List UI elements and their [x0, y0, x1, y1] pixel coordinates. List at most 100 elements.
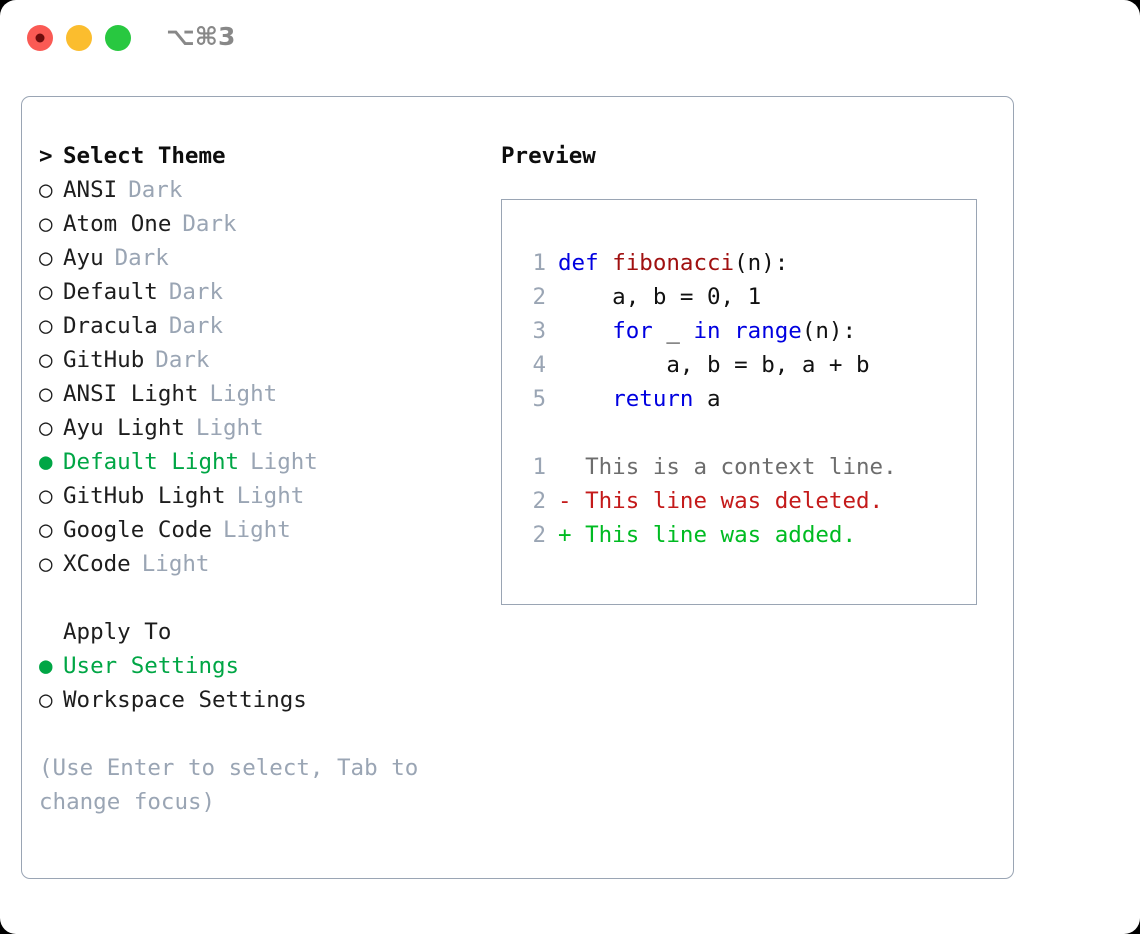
theme-list-item[interactable]: ○ XCode Light [39, 547, 479, 581]
radio-unselected-icon: ○ [39, 279, 53, 305]
code-line: 4 a, b = b, a + b [502, 348, 976, 382]
radio-unselected-icon: ○ [39, 415, 53, 441]
code-token: a [693, 386, 721, 412]
code-line-text: for _ in range(n): [558, 314, 856, 348]
radio-unselected-icon: ○ [39, 177, 53, 203]
radio-unselected-icon: ○ [39, 245, 53, 271]
radio-unselected-icon: ○ [39, 551, 53, 577]
code-token [558, 386, 612, 412]
theme-list-item[interactable]: ○ Default Dark [39, 275, 479, 309]
keyboard-hint: (Use Enter to select, Tab to change focu… [39, 751, 439, 819]
code-line-number: 1 [532, 250, 546, 276]
diff-sample: 1 This is a context line. 2 - This line wa… [502, 450, 976, 552]
theme-list-item[interactable]: ○ ANSI Light Light [39, 377, 479, 411]
theme-list-header-label: Select Theme [63, 143, 226, 169]
radio-unselected-icon: ○ [39, 381, 53, 407]
prompt-caret-icon: > [39, 143, 53, 169]
theme-kind-badge: Dark [128, 177, 183, 203]
theme-kind-badge: Light [141, 551, 210, 577]
diff-line-text: - This line was deleted. [558, 488, 884, 514]
code-token: return [612, 386, 694, 412]
radio-unselected-icon: ○ [39, 517, 53, 543]
theme-name: Ayu [63, 245, 104, 271]
radio-unselected-icon: ○ [39, 211, 53, 237]
theme-kind-badge: Dark [168, 279, 224, 305]
theme-name: GitHub [63, 347, 145, 373]
code-token [721, 318, 735, 344]
theme-name: XCode [63, 551, 131, 577]
code-token: a, b = b, a + b [558, 352, 870, 378]
code-line-number: 4 [532, 352, 546, 378]
code-token [558, 318, 612, 344]
theme-name: Default Light [63, 449, 240, 475]
code-line-text: a, b = b, a + b [558, 348, 870, 382]
title-bar: ⌥⌘3 [0, 0, 1140, 78]
theme-kind-badge: Light [195, 415, 264, 441]
window-title: ⌥⌘3 [166, 22, 236, 51]
traffic-lights [27, 25, 131, 51]
code-line-number: 2 [532, 284, 546, 310]
keyboard-hint-line-1: (Use Enter to select, Tab to [39, 755, 419, 781]
code-token: (n): [801, 318, 857, 344]
theme-list-item[interactable]: ○ GitHub Dark [39, 343, 479, 377]
code-token: (n): [734, 250, 789, 276]
code-line-number: 3 [532, 318, 546, 344]
theme-name: Dracula [63, 313, 158, 339]
code-token: _ [652, 318, 694, 344]
code-line-text: return a [558, 382, 721, 416]
keyboard-hint-line-2: change focus) [39, 789, 216, 815]
theme-kind-badge: Dark [168, 313, 224, 339]
code-line-number: 5 [532, 386, 546, 412]
section-spacer [39, 581, 479, 615]
diff-line-text: + This line was added. [558, 522, 857, 548]
minimize-button[interactable] [66, 25, 92, 51]
code-line: 1 def fibonacci(n): [502, 246, 976, 280]
theme-name: Ayu Light [63, 415, 185, 441]
theme-list-header: > Select Theme [39, 139, 479, 173]
apply-to-option-label: Workspace Settings [63, 687, 307, 713]
maximize-button[interactable] [105, 25, 131, 51]
theme-kind-badge: Light [209, 381, 278, 407]
diff-line-number: 1 [532, 454, 546, 480]
theme-name: GitHub Light [63, 483, 226, 509]
preview-title: Preview [501, 143, 596, 169]
theme-name: ANSI [63, 177, 118, 203]
code-line: 3 for _ in range(n): [502, 314, 976, 348]
theme-name: Default [63, 279, 158, 305]
diff-line: 2 + This line was added. [502, 518, 976, 552]
code-line-text: a, b = 0, 1 [558, 280, 761, 314]
theme-kind-badge: Dark [155, 347, 210, 373]
diff-line: 1 This is a context line. [502, 450, 976, 484]
code-token: def [558, 250, 613, 276]
apply-to-option[interactable]: ● User Settings [39, 649, 479, 683]
close-button[interactable] [27, 25, 53, 51]
code-line: 5 return a [502, 382, 976, 416]
theme-kind-badge: Dark [182, 211, 237, 237]
code-line-text: def fibonacci(n): [558, 246, 788, 280]
radio-unselected-icon: ○ [39, 483, 53, 509]
diff-line-text: This is a context line. [558, 454, 897, 480]
radio-selected-icon: ● [39, 653, 53, 679]
apply-to-option-label: User Settings [63, 653, 240, 679]
code-token: fibonacci [612, 250, 735, 276]
code-diff-spacer [502, 416, 976, 450]
radio-unselected-icon: ○ [39, 347, 53, 373]
diff-line-number: 2 [532, 522, 546, 548]
apply-to-option[interactable]: ○Workspace Settings [39, 683, 479, 717]
theme-list-item[interactable]: ○ ANSI Dark [39, 173, 479, 207]
theme-list-item[interactable]: ○ Ayu Light Light [39, 411, 479, 445]
code-token: a, b = 0, 1 [558, 284, 762, 310]
radio-selected-icon: ● [39, 449, 53, 475]
theme-name: ANSI Light [63, 381, 199, 407]
